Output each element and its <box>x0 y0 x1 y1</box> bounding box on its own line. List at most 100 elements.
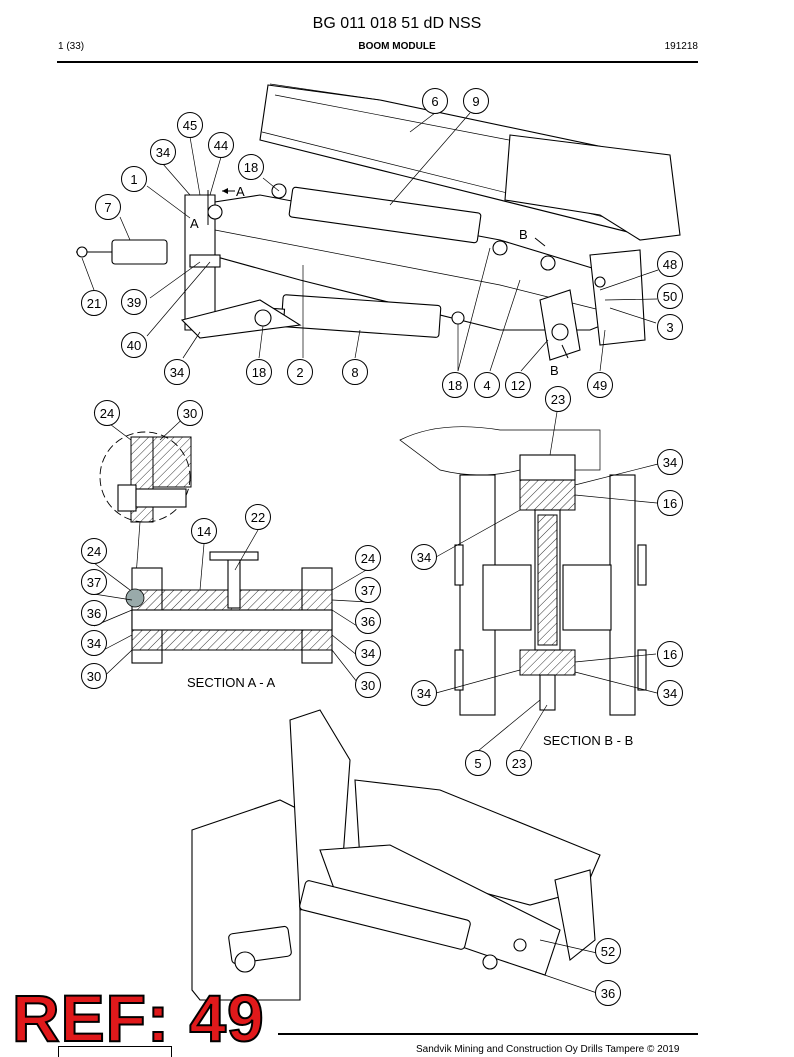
callout-bubble: 36 <box>595 980 621 1006</box>
page-number: 1 (33) <box>58 41 85 52</box>
callout-bubble: 50 <box>657 283 683 309</box>
callout-number: 52 <box>601 944 615 959</box>
callout-number: 34 <box>417 550 431 565</box>
callout-circle <box>191 518 217 544</box>
callout-bubble: 23 <box>545 386 571 412</box>
callout-circle <box>121 166 147 192</box>
callout-bubble: 12 <box>505 372 531 398</box>
callout-number: 48 <box>663 257 677 272</box>
callout-bubble: 22 <box>245 504 271 530</box>
callout-circle <box>238 154 264 180</box>
callout-number: 24 <box>87 544 101 559</box>
main-boom-view: A A B B <box>76 83 681 378</box>
callout-circle <box>355 545 381 571</box>
callout-bubble: 24 <box>355 545 381 571</box>
callout-bubble: 18 <box>442 372 468 398</box>
callout-circle <box>81 663 107 689</box>
callout-number: 37 <box>87 575 101 590</box>
callout-circle <box>94 400 120 426</box>
callout-bubble: 30 <box>177 400 203 426</box>
callout-bubble: 40 <box>121 332 147 358</box>
callout-circle <box>463 88 489 114</box>
callout-bubble: 48 <box>657 251 683 277</box>
callout-number: 18 <box>252 365 266 380</box>
callout-circle <box>177 112 203 138</box>
callout-number: 2 <box>296 365 303 380</box>
callout-number: 40 <box>127 338 141 353</box>
callout-circle <box>595 980 621 1006</box>
callout-number: 34 <box>170 365 184 380</box>
callout-circle <box>505 372 531 398</box>
callout-bubble: 30 <box>355 672 381 698</box>
callout-bubble: 7 <box>95 194 121 220</box>
callout-circle <box>245 504 271 530</box>
callout-bubble: 34 <box>657 680 683 706</box>
document-title: BG 011 018 51 dD NSS <box>312 15 482 32</box>
callout-circle <box>81 569 107 595</box>
callout-bubble: 16 <box>657 641 683 667</box>
callout-number: 8 <box>351 365 358 380</box>
callout-circle <box>355 608 381 634</box>
callout-circle <box>164 359 190 385</box>
callout-circle <box>422 88 448 114</box>
callout-bubble: 30 <box>81 663 107 689</box>
callout-number: 7 <box>104 200 111 215</box>
callout-bubble: 34 <box>355 640 381 666</box>
callout-number: 4 <box>483 378 490 393</box>
callout-circle <box>208 132 234 158</box>
header-rule <box>57 61 698 63</box>
callout-bubble: 37 <box>355 577 381 603</box>
callout-bubble: 9 <box>463 88 489 114</box>
callout-bubble: 18 <box>238 154 264 180</box>
callout-circle <box>150 139 176 165</box>
footer-copyright: Sandvik Mining and Construction Oy Drill… <box>416 1044 680 1055</box>
callout-number: 23 <box>512 756 526 771</box>
section-b-label: SECTION B - B <box>543 733 633 748</box>
callout-bubble: 4 <box>474 372 500 398</box>
callout-circle <box>587 372 613 398</box>
callout-number: 36 <box>601 986 615 1001</box>
callout-bubble: 34 <box>81 630 107 656</box>
callout-number: 34 <box>663 455 677 470</box>
callout-number: 24 <box>100 406 114 421</box>
callout-number: 30 <box>183 406 197 421</box>
callout-number: 45 <box>183 118 197 133</box>
callout-bubble: 44 <box>208 132 234 158</box>
callout-bubble: 45 <box>177 112 203 138</box>
callout-number: 21 <box>87 296 101 311</box>
callout-number: 44 <box>214 138 228 153</box>
footer-rule <box>278 1033 698 1035</box>
callout-number: 39 <box>127 295 141 310</box>
callout-bubble: 6 <box>422 88 448 114</box>
callout-bubble: 3 <box>657 314 683 340</box>
callout-bubble: 36 <box>355 608 381 634</box>
callout-circle <box>81 290 107 316</box>
callout-bubble: 16 <box>657 490 683 516</box>
callout-number: 34 <box>663 686 677 701</box>
callout-circle <box>411 544 437 570</box>
callout-number: 36 <box>361 614 375 629</box>
callout-bubble: 18 <box>246 359 272 385</box>
callout-bubble: 49 <box>587 372 613 398</box>
callout-circle <box>657 283 683 309</box>
callout-number: 50 <box>663 289 677 304</box>
callout-number: 5 <box>474 756 481 771</box>
callout-bubble: 21 <box>81 290 107 316</box>
callout-circle <box>442 372 468 398</box>
callout-number: 30 <box>361 678 375 693</box>
callout-circle <box>657 314 683 340</box>
callout-number: 22 <box>251 510 265 525</box>
callout-number: 9 <box>472 94 479 109</box>
callout-circle <box>121 332 147 358</box>
callout-number: 34 <box>417 686 431 701</box>
callout-number: 49 <box>593 378 607 393</box>
callout-circle <box>81 600 107 626</box>
callout-bubble: 14 <box>191 518 217 544</box>
callout-circle <box>657 490 683 516</box>
callout-bubble: 37 <box>81 569 107 595</box>
section-title: BOOM MODULE <box>358 41 436 52</box>
callout-circle <box>411 680 437 706</box>
isometric-boom-view <box>191 709 601 1001</box>
callout-circle <box>355 640 381 666</box>
